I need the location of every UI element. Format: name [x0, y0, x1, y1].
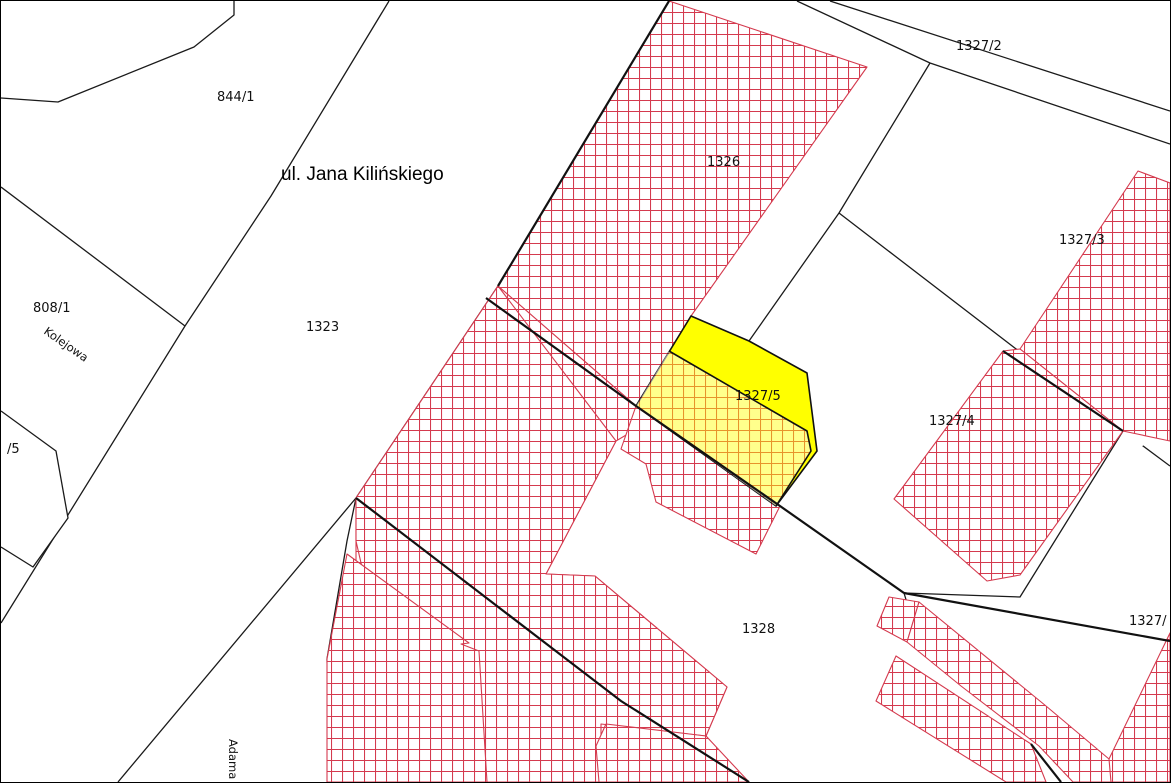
label-1327-right: 1327/ [1129, 614, 1167, 629]
label-1326: 1326 [707, 155, 740, 170]
label-1328: 1328 [742, 622, 775, 637]
building-lower-left [326, 553, 488, 782]
label-1327-5: 1327/5 [735, 389, 781, 404]
street-label-kilinskiego: ul. Jana Kilińskiego [281, 164, 444, 185]
highlighted-parcel[interactable] [635, 315, 818, 507]
label-1327-2: 1327/2 [956, 39, 1002, 54]
label-1327-3: 1327/3 [1059, 233, 1105, 248]
street-label-adama: Adama Mic [226, 739, 240, 782]
building-lower-right-2 [906, 601, 1117, 782]
street-label-kolejowa: Kolejowa [41, 324, 91, 365]
label-1327-4: 1327/4 [929, 414, 975, 429]
label-slash-5: /5 [7, 442, 20, 457]
parcel-labels: 844/1 1326 1327/2 1327/3 808/1 1323 1327… [7, 39, 1167, 637]
parcel-1327-5-hatch-overlay [636, 351, 811, 506]
building-lower-right-3 [875, 655, 1047, 782]
bold-boundaries [355, 1, 1170, 782]
label-808-1: 808/1 [33, 301, 70, 316]
building-lower-right-4 [1108, 632, 1170, 782]
label-1323: 1323 [306, 320, 339, 335]
label-844-1: 844/1 [217, 90, 254, 105]
building-1327-3 [1019, 170, 1170, 442]
buildings [326, 1, 1170, 782]
building-lower-centre [595, 723, 750, 782]
